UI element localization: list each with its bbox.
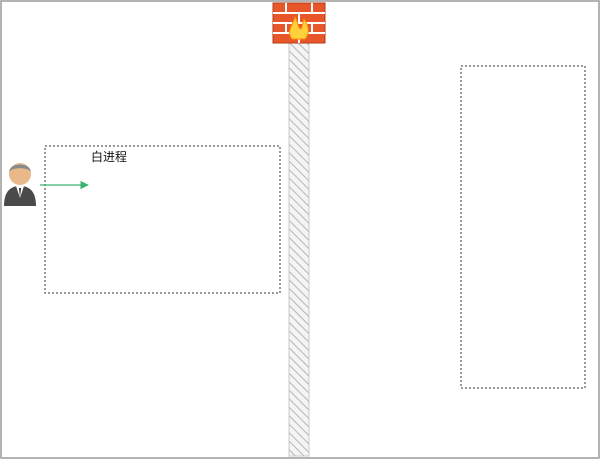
- user-icon: [4, 163, 36, 206]
- firewall-icon: [272, 2, 326, 44]
- firewall-wall: [288, 37, 310, 457]
- client-group-box: [44, 145, 281, 294]
- server-group-box: [460, 65, 586, 389]
- process-box-title: 白进程: [91, 150, 128, 164]
